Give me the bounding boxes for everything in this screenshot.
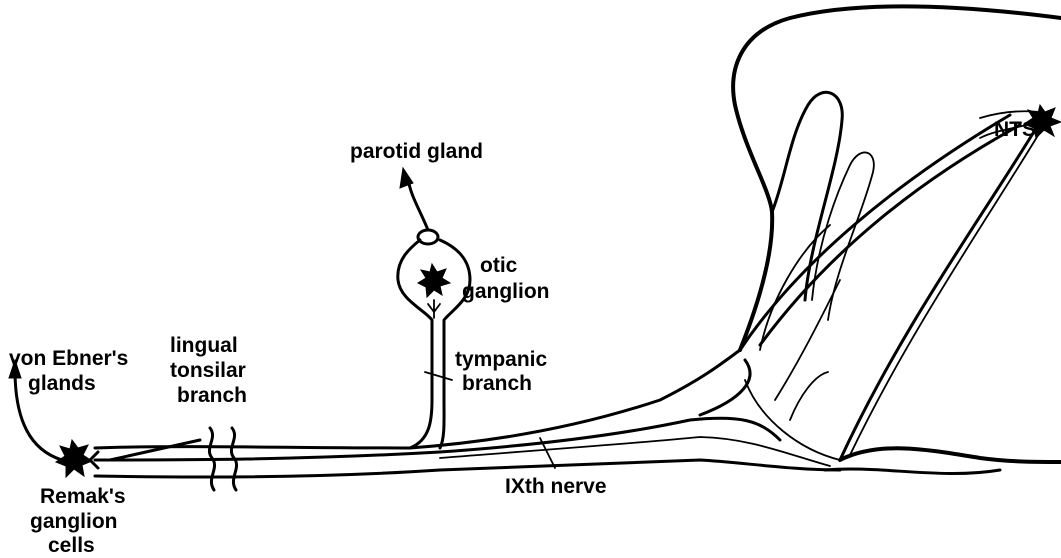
label-remaks-2: ganglion: [30, 510, 118, 533]
label-otic-1: otic: [480, 254, 518, 277]
label-otic-2: ganglion: [462, 280, 550, 303]
label-lingual-1: lingual: [170, 334, 238, 357]
label-lingual-3: branch: [177, 384, 247, 407]
label-remaks-3: cells: [48, 534, 95, 557]
label-nts: NTS: [994, 118, 1036, 141]
label-lingual-2: tonsilar: [170, 359, 246, 382]
brainstem-outline: [733, 6, 1061, 473]
label-tympanic-1: tympanic: [455, 348, 548, 371]
label-von-ebners-2: glands: [28, 372, 96, 395]
label-ixth-nerve: IXth nerve: [505, 475, 607, 498]
label-parotid-gland: parotid gland: [350, 140, 483, 163]
label-remaks-1: Remak's: [40, 485, 126, 508]
otic-ganglion: [398, 168, 470, 448]
label-tympanic-2: branch: [462, 372, 532, 395]
label-von-ebners-1: von Ebner's: [9, 347, 128, 370]
